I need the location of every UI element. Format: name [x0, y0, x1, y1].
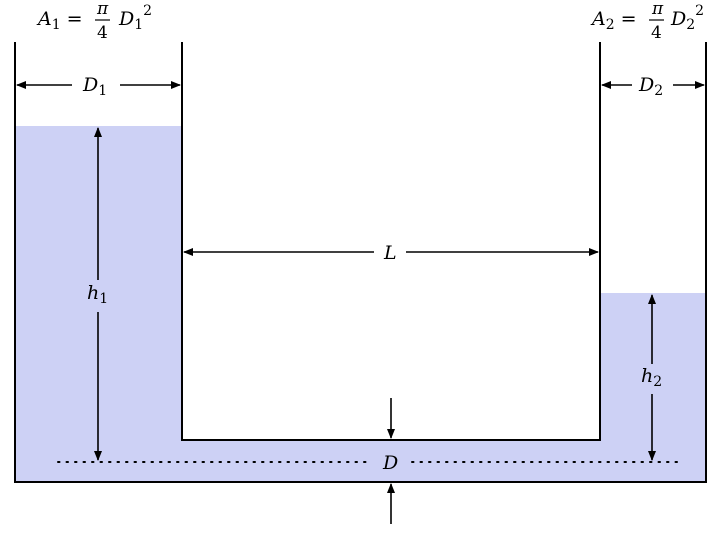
h1-label: h1 — [87, 282, 108, 307]
svg-text:π: π — [651, 0, 664, 19]
h2-label: h2 — [641, 365, 662, 390]
d1-label: D1 — [82, 74, 107, 99]
svg-text:4: 4 — [97, 23, 108, 43]
svg-text:π: π — [96, 0, 109, 19]
right-tank-water — [600, 293, 706, 482]
svg-text:A1=: A1= — [36, 8, 83, 33]
svg-text:A2=: A2= — [590, 8, 637, 33]
a1-area-formula: A1= π 4 D12 — [36, 0, 152, 43]
svg-text:D12: D12 — [118, 3, 152, 33]
svg-text:4: 4 — [651, 23, 662, 43]
d2-label: D2 — [638, 74, 663, 99]
l-label: L — [383, 242, 397, 264]
svg-text:D22: D22 — [670, 3, 704, 33]
water-fill — [15, 126, 706, 482]
a2-area-formula: A2= π 4 D22 — [590, 0, 704, 43]
inner-wall — [181, 42, 601, 441]
vessel-walls — [14, 42, 707, 483]
d-pipe-label: D — [382, 452, 398, 474]
pipe-water — [182, 440, 600, 482]
